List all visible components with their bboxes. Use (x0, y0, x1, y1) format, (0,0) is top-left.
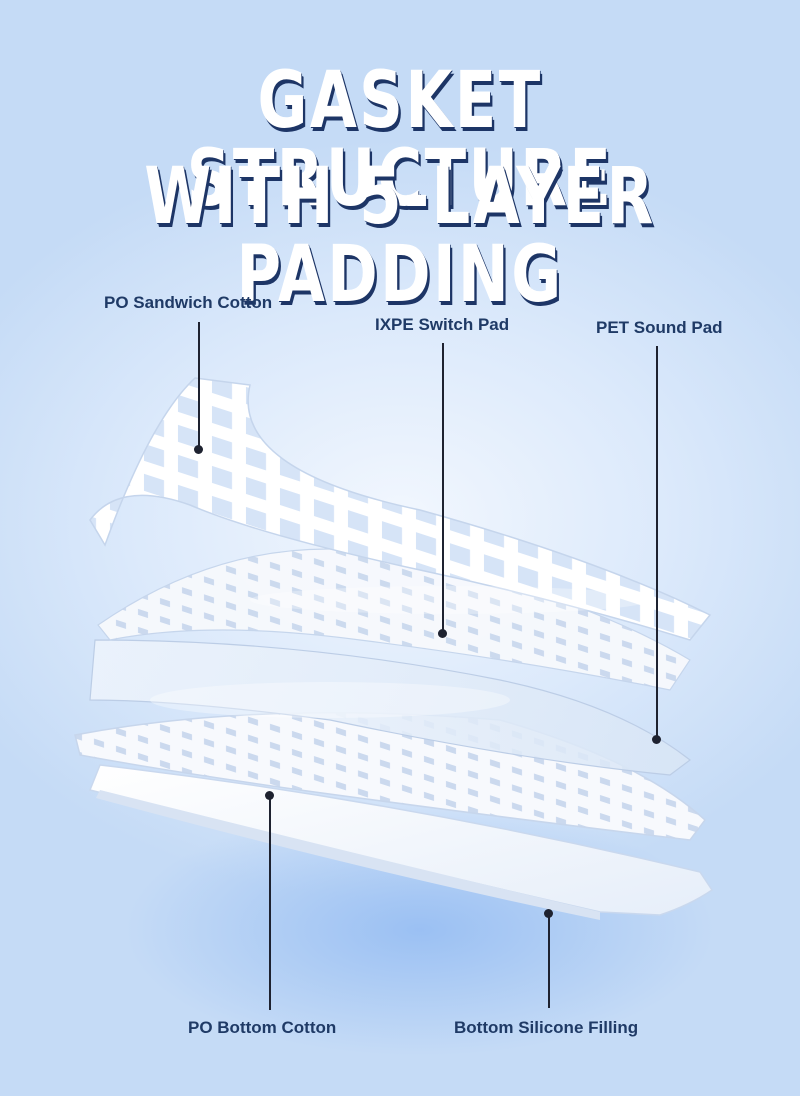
marker-dot-po-sandwich-cotton (194, 445, 203, 454)
label-pet-sound-pad: PET Sound Pad (596, 318, 723, 337)
leader-line-po-sandwich-cotton (198, 322, 200, 448)
layer-po-sandwich-cotton (89, 377, 712, 641)
leader-line-ixpe-switch-pad (442, 343, 444, 633)
label-po-bottom-cotton: PO Bottom Cotton (188, 1018, 337, 1037)
label-po-sandwich-cotton: PO Sandwich Cotton (104, 293, 273, 312)
marker-dot-bottom-silicone-filling (544, 909, 553, 918)
headline-line-1: GASKET STRUCTURE (186, 56, 614, 224)
marker-dot-pet-sound-pad (652, 735, 661, 744)
headline-line-2: WITH 5-LAYER PADDING (144, 152, 656, 320)
layer-pet-sound-pad (89, 639, 691, 776)
leader-line-pet-sound-pad (656, 346, 658, 738)
marker-dot-ixpe-switch-pad (438, 629, 447, 638)
layer-ixpe-switch-pad (97, 548, 691, 691)
leader-line-bottom-silicone-filling (548, 916, 550, 1008)
marker-dot-po-bottom-cotton (265, 791, 274, 800)
leader-line-po-bottom-cotton (269, 798, 271, 1010)
label-ixpe-switch-pad: IXPE Switch Pad (375, 315, 510, 334)
label-bottom-silicone-filling: Bottom Silicone Filling (454, 1018, 639, 1037)
